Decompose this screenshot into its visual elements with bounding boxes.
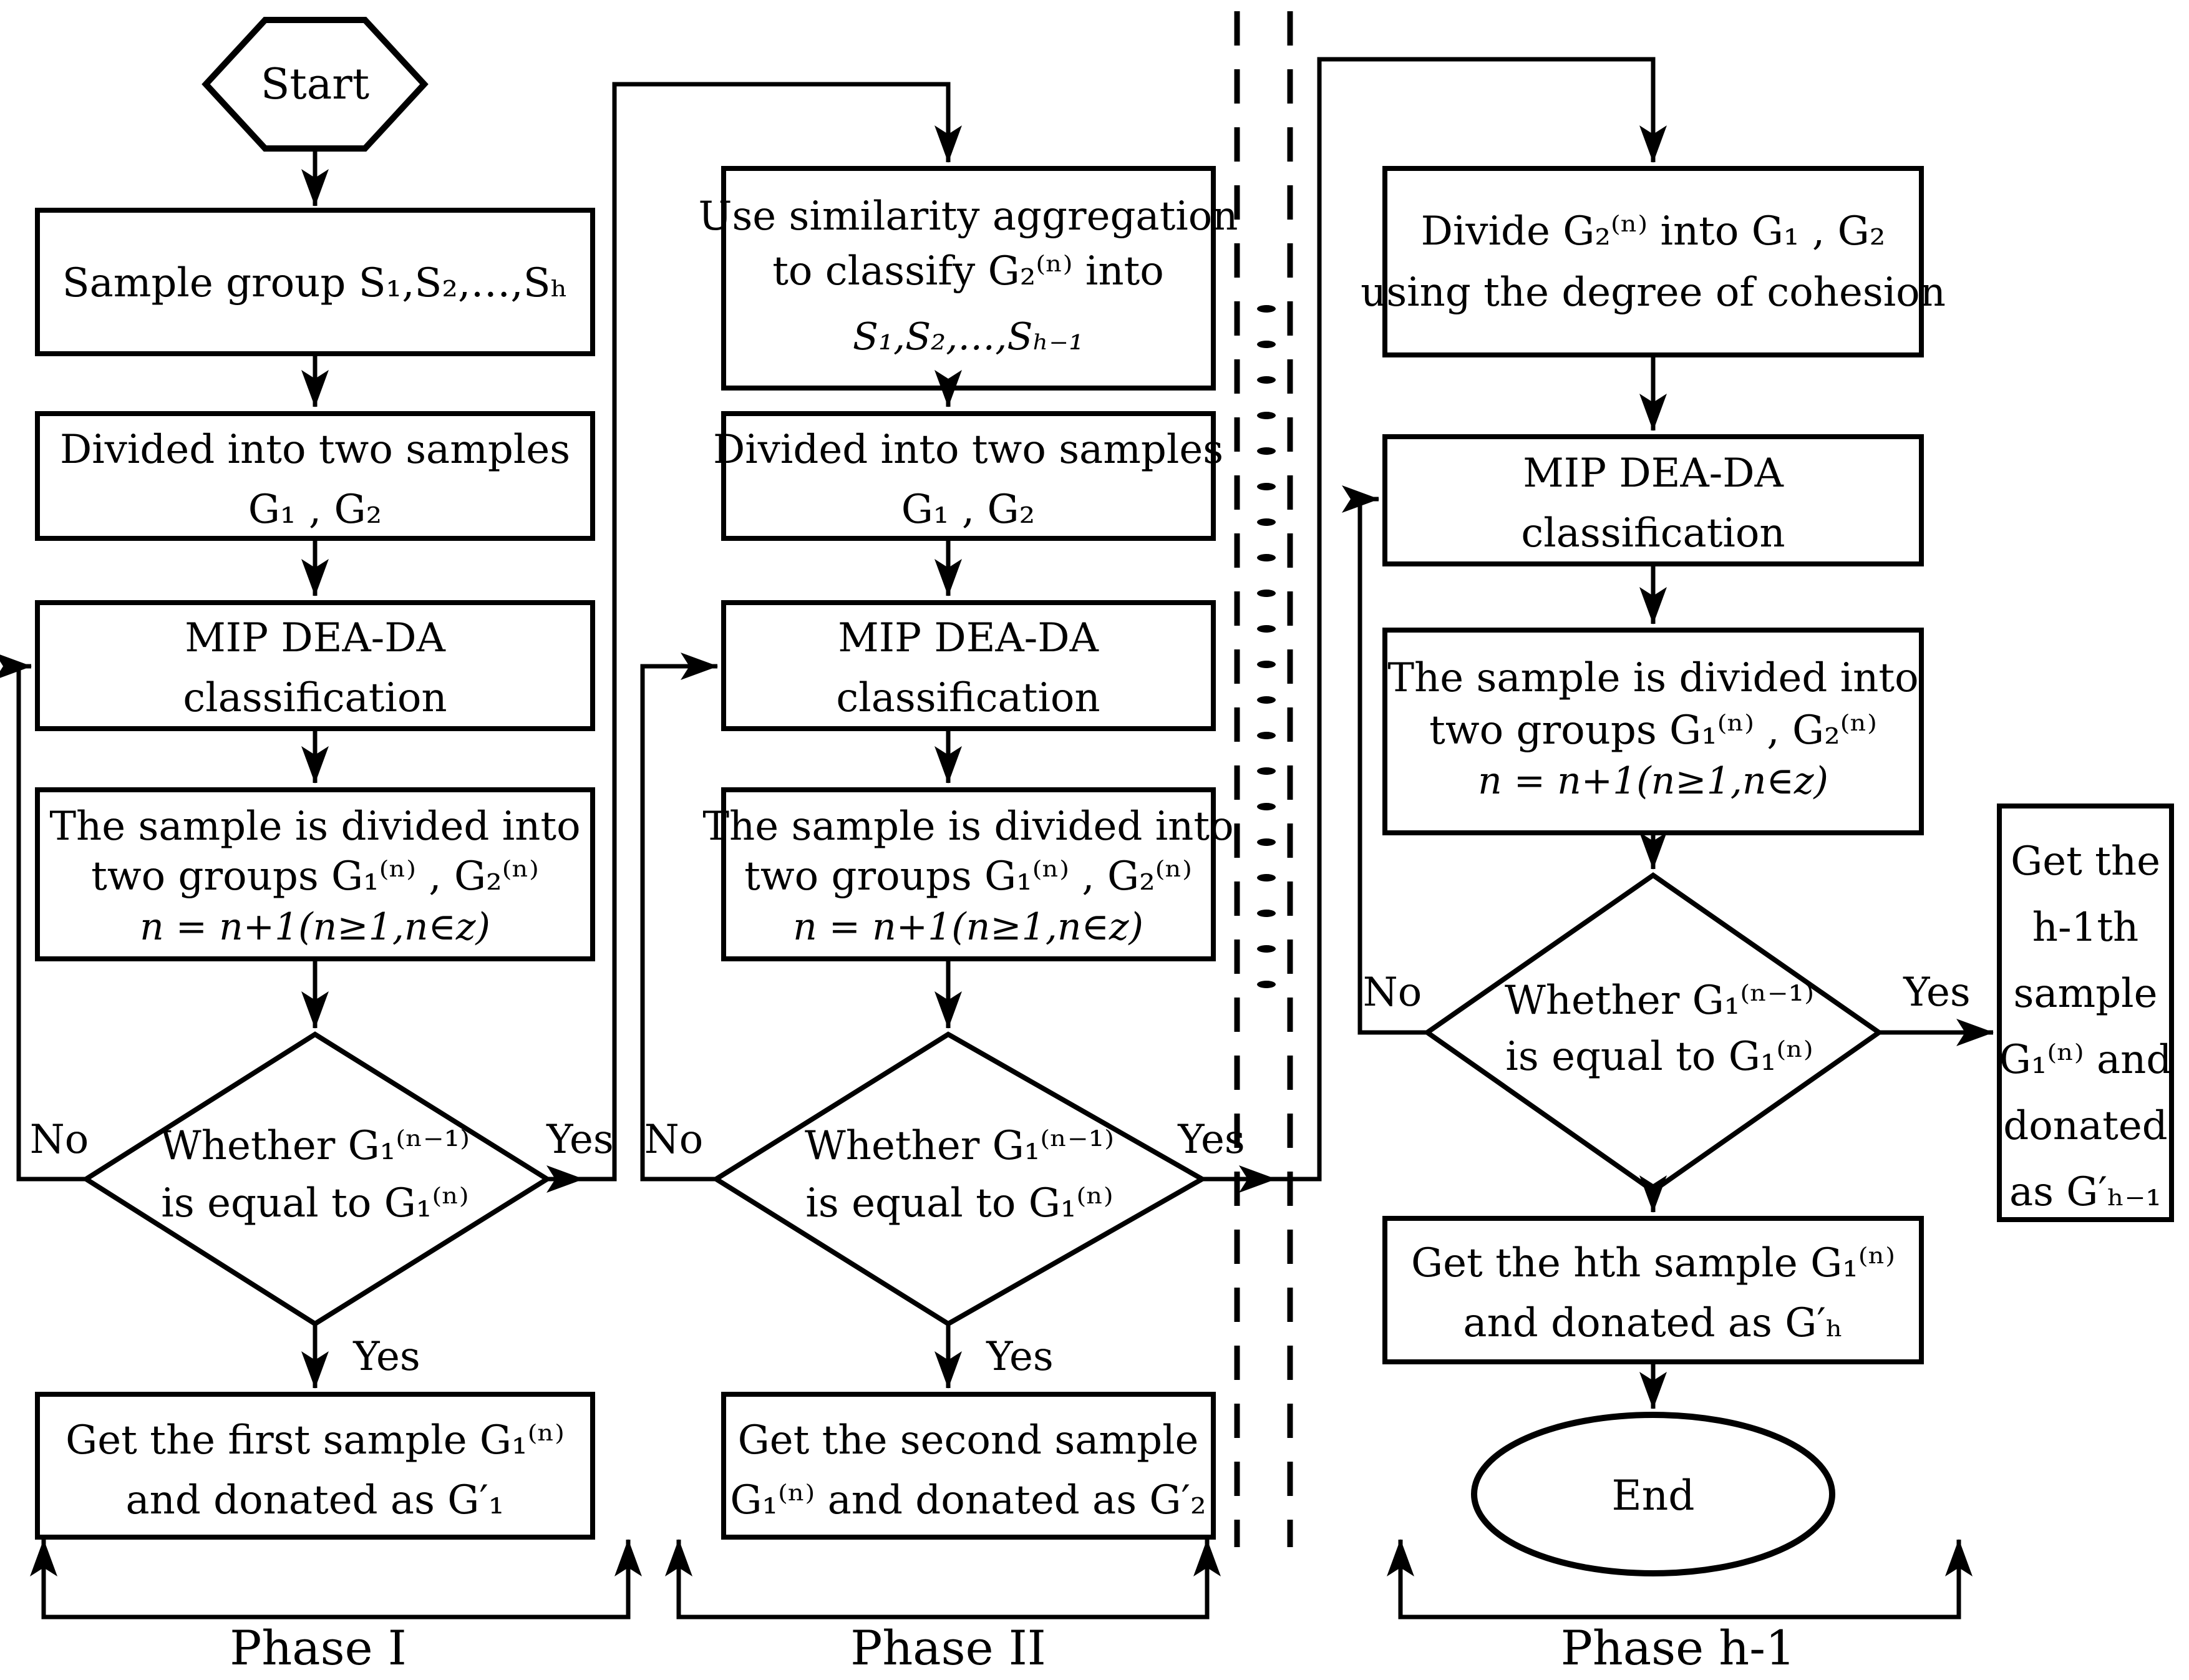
get-hth-sample-box (1382, 1216, 1924, 1364)
decision-1-line-1: Whether G₁⁽ⁿ⁻¹⁾ (160, 1123, 470, 1169)
decision-2-yes-down-label: Yes (986, 1334, 1053, 1380)
divided-two-samples-2-line-2: G₁ , G₂ (901, 487, 1036, 533)
decision-2-line-1: Whether G₁⁽ⁿ⁻¹⁾ (805, 1123, 1114, 1169)
get-h-minus-1-line-4: G₁⁽ⁿ⁾ and (1999, 1037, 2172, 1083)
sample-group-text: Sample group S₁,S₂,…,Sₕ (62, 260, 568, 306)
divide-cohesion-line-1: Divide G₂⁽ⁿ⁾ into G₁ , G₂ (1421, 208, 1886, 255)
decision-diamond-2 (711, 1031, 1208, 1327)
get-first-sample-line-2: and donated as G′₁ (125, 1477, 504, 1523)
phase-2-bracket (665, 1539, 1221, 1619)
route-phase1-to-phase2 (583, 82, 962, 1182)
sample-group-box (35, 208, 595, 356)
sample-divided-1-line-1: The sample is divided into (49, 804, 580, 850)
aggregation-line-1: Use similarity aggregation (699, 193, 1238, 240)
mip-dea-da-box-3 (1382, 434, 1924, 566)
phase-2-label: Phase II (850, 1620, 1046, 1676)
loop-decision-no-to-mip-1 (0, 653, 86, 1182)
sample-divided-3-line-2: two groups G₁⁽ⁿ⁾ , G₂⁽ⁿ⁾ (1429, 707, 1877, 754)
sample-divided-box-1 (35, 787, 595, 961)
divided-two-samples-2-line-1: Divided into two samples (713, 427, 1223, 473)
start-label: Start (261, 60, 369, 109)
divided-two-samples-1-line-2: G₁ , G₂ (248, 487, 382, 533)
divided-two-samples-1-line-1: Divided into two samples (60, 427, 570, 473)
loop-decision-no-to-mip-3 (1342, 485, 1427, 1035)
get-hth-sample-line-2: and donated as G′ₕ (1463, 1300, 1843, 1346)
mip-dea-da-box-2 (721, 600, 1216, 731)
similarity-aggregation-box (721, 166, 1216, 391)
divided-two-samples-box-1 (35, 411, 595, 541)
get-h-minus-1-line-3: sample (2014, 971, 2158, 1017)
mip-1-line-1: MIP DEA-DA (185, 615, 445, 661)
mip-2-line-2: classification (836, 675, 1100, 721)
divide-cohesion-box (1382, 166, 1924, 357)
mip-3-line-1: MIP DEA-DA (1523, 450, 1784, 497)
mip-3-line-2: classification (1521, 510, 1785, 556)
decision-3-line-1: Whether G₁⁽ⁿ⁻¹⁾ (1505, 978, 1814, 1024)
phase-h-1-bracket (1387, 1539, 1973, 1619)
sample-divided-3-line-3: n = n+1(n≥1,n∈z) (1478, 759, 1828, 803)
start-terminator-hexagon (201, 17, 429, 152)
decision-3-no-label: No (1363, 969, 1422, 1016)
aggregation-line-2: to classify G₂⁽ⁿ⁾ into (772, 248, 1164, 294)
get-first-sample-line-1: Get the first sample G₁⁽ⁿ⁾ (66, 1417, 565, 1464)
decision-1-yes-right-label: Yes (546, 1117, 613, 1163)
route-phase2-to-phase-h-1 (1276, 57, 1667, 1182)
end-terminator-ellipse (1471, 1412, 1835, 1576)
get-h-minus-1-sample-box (1997, 804, 2174, 1222)
decision-1-line-2: is equal to G₁⁽ⁿ⁾ (161, 1180, 468, 1226)
sample-divided-box-3 (1382, 628, 1924, 835)
sample-divided-box-2 (721, 787, 1216, 961)
sample-divided-2-line-3: n = n+1(n≥1,n∈z) (793, 905, 1143, 949)
aggregation-line-3: S₁,S₂,…,Sₕ₋₁ (853, 315, 1084, 359)
decision-2-no-label: No (644, 1117, 704, 1163)
phase-brackets (30, 1539, 1973, 1619)
decision-1-no-label: No (30, 1117, 89, 1163)
mip-2-line-1: MIP DEA-DA (838, 615, 1099, 661)
sample-divided-2-line-2: two groups G₁⁽ⁿ⁾ , G₂⁽ⁿ⁾ (744, 853, 1192, 900)
get-first-sample-box (35, 1392, 595, 1540)
loop-decision-no-to-mip-2 (640, 653, 718, 1182)
get-h-minus-1-line-5: donated (2003, 1103, 2167, 1149)
mip-1-line-2: classification (183, 675, 447, 721)
mip-dea-da-box-1 (35, 600, 595, 731)
separator-ellipsis-dots (1257, 305, 1276, 988)
connectors (0, 57, 1994, 1409)
get-hth-sample-line-1: Get the hth sample G₁⁽ⁿ⁾ (1411, 1240, 1895, 1286)
decision-diamond-1 (81, 1031, 552, 1327)
get-second-sample-box (721, 1392, 1216, 1540)
phase-h-1-label: Phase h-1 (1561, 1620, 1796, 1676)
get-second-sample-line-2: G₁⁽ⁿ⁾ and donated as G′₂ (730, 1477, 1206, 1523)
decision-3-yes-label: Yes (1903, 969, 1970, 1016)
get-h-minus-1-line-6: as G′ₕ₋₁ (2009, 1169, 2162, 1215)
decision-2-yes-right-label: Yes (1177, 1117, 1245, 1163)
end-label: End (1612, 1472, 1695, 1520)
phase-1-label: Phase I (230, 1620, 407, 1676)
sample-divided-1-line-3: n = n+1(n≥1,n∈z) (140, 905, 490, 949)
decision-diamond-3 (1423, 872, 1883, 1194)
sample-divided-1-line-2: two groups G₁⁽ⁿ⁾ , G₂⁽ⁿ⁾ (91, 853, 539, 900)
get-h-minus-1-line-2: h-1th (2032, 905, 2139, 951)
get-h-minus-1-line-1: Get the (2011, 838, 2160, 885)
sample-divided-3-line-1: The sample is divided into (1387, 655, 1918, 701)
divide-cohesion-line-2: using the degree of cohesion (1361, 269, 1946, 316)
get-second-sample-line-1: Get the second sample (738, 1417, 1199, 1464)
decision-1-yes-down-label: Yes (352, 1334, 420, 1380)
phase-1-bracket (30, 1539, 642, 1619)
decision-2-line-2: is equal to G₁⁽ⁿ⁾ (805, 1180, 1113, 1226)
divided-two-samples-box-2 (721, 411, 1216, 541)
sample-divided-2-line-1: The sample is divided into (702, 804, 1233, 850)
decision-3-line-2: is equal to G₁⁽ⁿ⁾ (1505, 1034, 1813, 1080)
